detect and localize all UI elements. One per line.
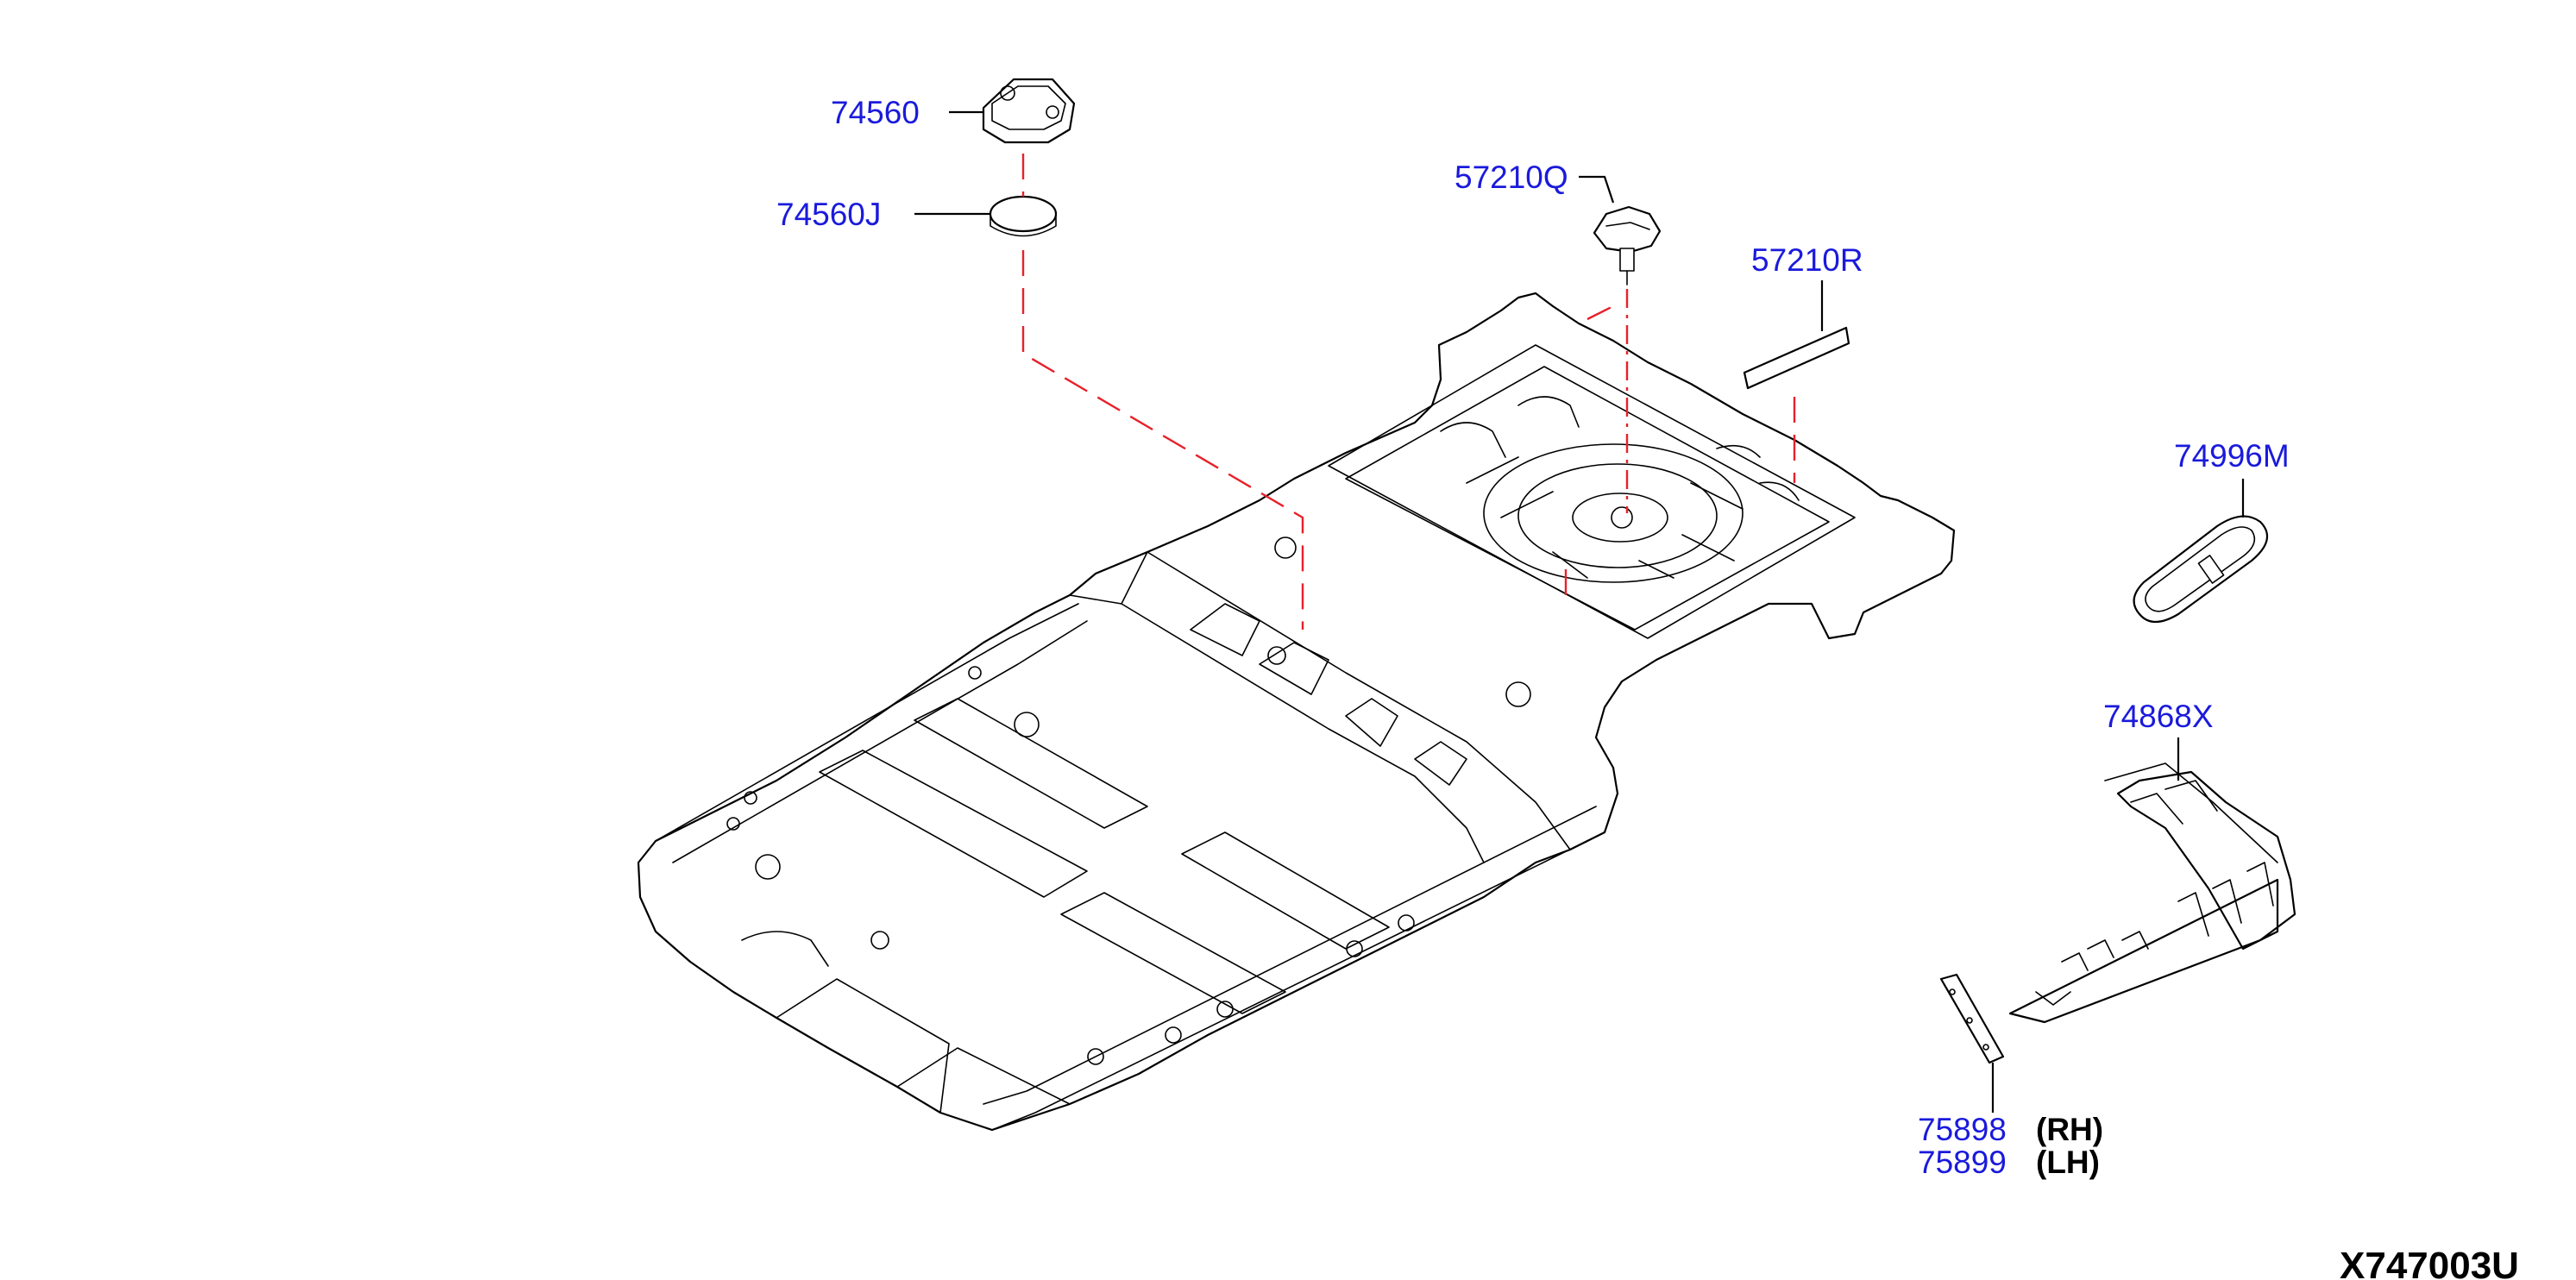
callout-74560j: 74560J bbox=[776, 197, 881, 232]
insulator-74868x bbox=[2008, 762, 2296, 1024]
strap-75898-75899 bbox=[1939, 973, 2005, 1064]
callout-57210r: 57210R bbox=[1751, 242, 1863, 278]
callout-74996m: 74996M bbox=[2174, 438, 2290, 474]
hook-57210q bbox=[1593, 205, 1662, 285]
pad-57210r bbox=[1743, 326, 1850, 390]
floor-panel-assembly bbox=[637, 292, 1956, 1132]
callout-57210q: 57210Q bbox=[1454, 160, 1568, 195]
side-label-rh: (RH) bbox=[2036, 1112, 2103, 1147]
assembly-line-rear bbox=[1564, 304, 1614, 604]
diagram-code: X747003U bbox=[2340, 1245, 2519, 1280]
callout-74868x: 74868X bbox=[2103, 699, 2214, 734]
side-label-lh: (LH) bbox=[2036, 1145, 2100, 1180]
callout-74560: 74560 bbox=[831, 95, 920, 130]
ring-74560j bbox=[989, 195, 1058, 237]
callout-75898: 75898 bbox=[1918, 1112, 2007, 1147]
assembly-line-74560 bbox=[1021, 154, 1304, 630]
grommet-74996m bbox=[2133, 515, 2269, 624]
plug-74560 bbox=[982, 78, 1076, 144]
callout-75899: 75899 bbox=[1918, 1145, 2007, 1180]
